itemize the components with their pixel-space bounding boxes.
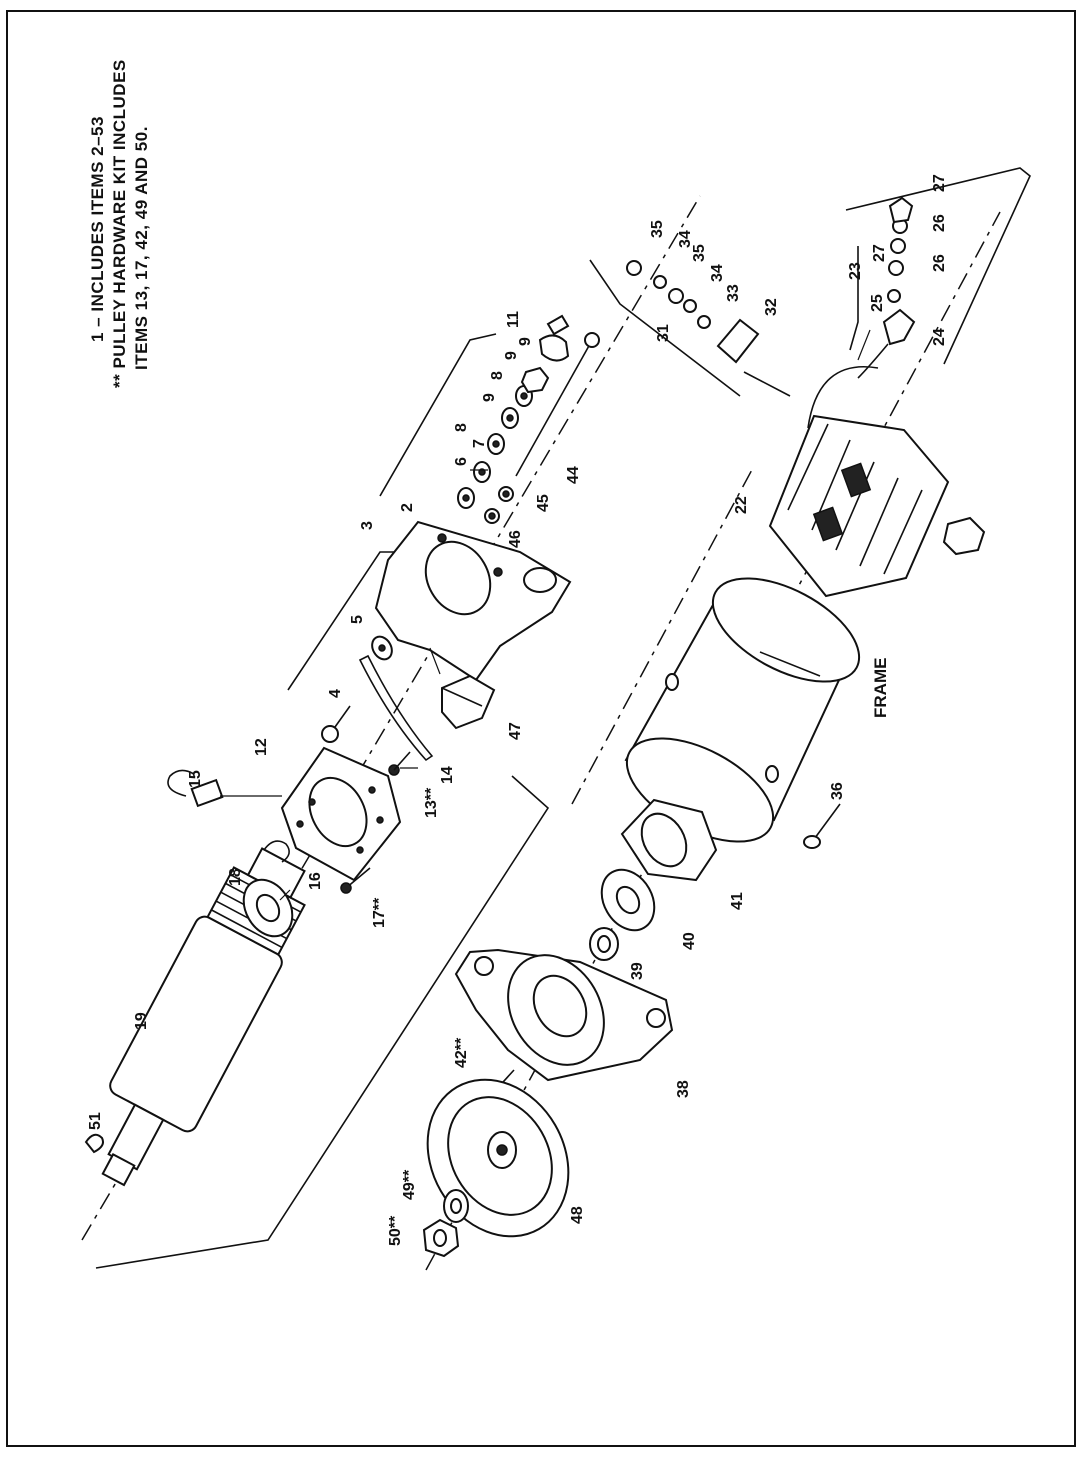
drive-housing-part [454,948,674,1082]
callout-5: 5 [349,615,366,624]
callout-34b: 34 [677,230,694,248]
field-coil-part [768,366,986,598]
callout-38: 38 [675,1080,692,1098]
callout-19: 19 [133,1012,150,1030]
callout-50: 50** [387,1215,404,1246]
page-border [6,10,1076,1447]
callout-42: 42** [453,1037,470,1068]
screw-13-part [388,751,411,776]
callout-41: 41 [729,892,746,910]
callout-25: 25 [869,294,886,312]
spring-clip-part [263,840,290,863]
callout-11: 11 [505,311,522,328]
bracket-item-31 [589,259,741,397]
callout-6: 6 [453,457,470,466]
callout-35a: 35 [691,244,708,262]
callout-32: 32 [763,298,780,316]
retainer-39-part [589,927,619,961]
callout-18: 18 [227,868,244,886]
callout-26b: 26 [931,214,948,232]
leader-18 [279,889,291,901]
axis-line-armature [81,195,701,1241]
screw-17-part [340,867,371,894]
callout-45: 45 [535,494,552,512]
callout-39: 39 [629,962,646,980]
callout-47: 47 [507,722,524,740]
callout-8a: 8 [453,423,470,432]
end-cap-part [374,520,572,682]
callout-49: 49** [401,1169,418,1200]
callout-9b: 9 [503,351,520,360]
callout-13: 13** [423,787,440,818]
stud-part [321,705,351,743]
callout-31: 31 [655,324,672,342]
callout-46: 46 [507,530,524,548]
callout-16: 16 [307,872,324,890]
callout-44: 44 [565,466,582,484]
callout-8b: 8 [489,371,506,380]
callout-36: 36 [829,782,846,800]
key-part [84,1133,104,1154]
bracket-item-3-right [379,333,497,497]
brush-part [167,769,282,808]
washer-5-part [371,635,393,661]
through-bolt-part [515,332,600,477]
block-47-part [441,674,496,730]
callout-40: 40 [681,932,698,950]
washer-49-part [443,1189,469,1223]
bracket-assembly-1 [95,775,550,1269]
callout-7: 7 [471,439,488,448]
callout-15: 15 [187,770,204,788]
callout-4: 4 [327,689,344,698]
callout-27a: 27 [871,244,888,262]
callout-17: 17** [371,897,388,928]
terminal-hardware-part [857,196,916,379]
leader-24 [857,329,871,361]
nut-50-part [422,1218,460,1258]
callout-22: 22 [733,496,750,514]
callout-12: 12 [253,738,270,756]
callouts: 2 3 4 5 6 7 8 9 8 9 9 11 12 13** 14 15 1… [87,174,948,1246]
callout-23: 23 [847,262,864,280]
callout-2: 2 [399,503,416,512]
callout-27b: 27 [931,174,948,192]
bracket-item-25 [849,246,859,351]
callout-51: 51 [87,1112,104,1130]
callout-3: 3 [359,521,376,530]
pulley-part [426,1078,570,1238]
callout-14: 14 [439,766,456,784]
spring-part [358,654,434,762]
leader-5 [429,647,441,675]
brush-plate-part [280,746,402,882]
callout-9c: 9 [517,337,534,346]
insulator-stack-part [626,260,791,397]
frame-shell-part [624,577,861,843]
bracket-item-23 [845,167,1031,365]
callout-48: 48 [569,1206,586,1224]
bearing-part [242,878,294,938]
washer-stack-part [457,366,550,509]
bearing-40-part [600,868,656,932]
end-plate-part [620,798,718,882]
armature-part [101,847,306,1187]
screw-36-part [803,803,841,849]
callout-26a: 26 [931,254,948,272]
terminal-boot-part [538,314,570,362]
callout-33: 33 [725,284,742,302]
frame-label: FRAME [871,658,890,718]
callout-34a: 34 [709,264,726,282]
axis-line-middle [571,465,755,805]
callout-24: 24 [931,328,948,346]
callout-9a: 9 [481,393,498,402]
nut-pair-part [484,486,514,524]
callout-35b: 35 [649,220,666,238]
